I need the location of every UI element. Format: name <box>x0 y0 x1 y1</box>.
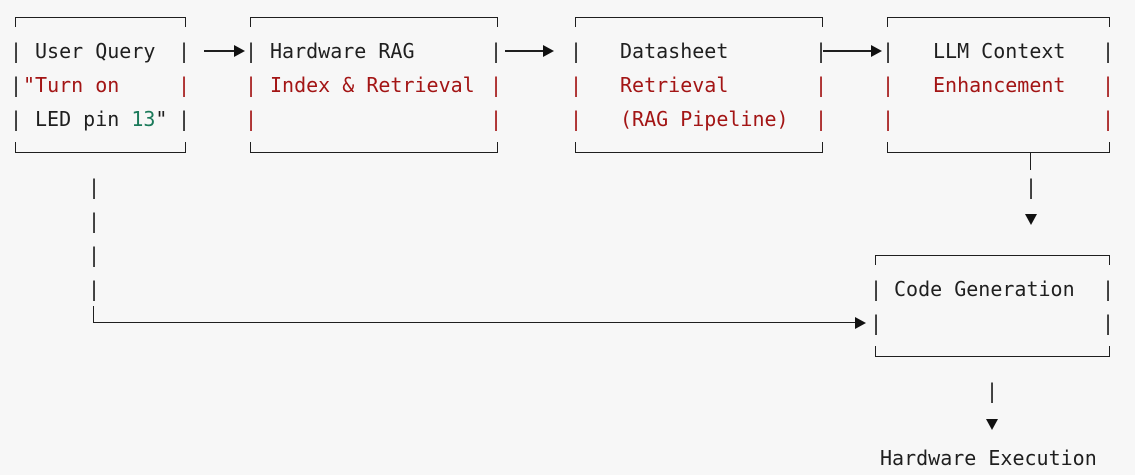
box-side-bar: | <box>245 107 258 131</box>
box-border <box>1109 142 1110 152</box>
arrow-shaft <box>93 306 94 323</box>
box-side-bar: | <box>570 73 583 97</box>
box-side-bar: | <box>882 73 895 97</box>
box-side-bar: | <box>490 73 503 97</box>
code-generation-title: Code Generation <box>894 277 1075 301</box>
box-side-bar: | <box>178 73 191 97</box>
box-side-bar: | <box>10 73 23 97</box>
box-border <box>887 152 1110 153</box>
box-border <box>575 142 576 152</box>
box-border <box>250 17 251 27</box>
arrow-head-icon <box>855 317 866 329</box>
box-border <box>822 142 823 152</box>
box-border <box>185 142 186 152</box>
arrow-shaft <box>823 50 873 52</box>
box-border <box>875 255 1110 256</box>
box-side-bar: | <box>815 73 828 97</box>
user-query-line-3-suffix: " <box>155 107 168 131</box>
box-border <box>15 17 16 27</box>
box-side-bar: | <box>490 107 503 131</box>
box-border <box>875 255 876 265</box>
datasheet-title: Datasheet <box>620 39 729 63</box>
datasheet-line-3: (RAG Pipeline) <box>620 107 789 131</box>
hardware-execution-label: Hardware Execution <box>880 446 1097 470</box>
arrow-head-icon <box>986 419 998 430</box>
hardware-rag-line-2: Index & Retrieval <box>270 73 475 97</box>
arrow-shaft <box>93 322 856 323</box>
box-border <box>250 152 498 153</box>
box-side-bar: | <box>178 107 191 131</box>
box-side-bar: | <box>245 73 258 97</box>
box-side-bar: | <box>490 39 503 63</box>
user-query-title: User Query <box>35 39 156 63</box>
box-border <box>575 17 823 18</box>
arrow-dash: | <box>88 277 101 301</box>
box-side-bar: | <box>1102 107 1115 131</box>
box-side-bar: | <box>570 39 583 63</box>
box-border <box>822 17 823 27</box>
box-border <box>575 152 823 153</box>
box-side-bar: | <box>245 39 258 63</box>
box-border <box>575 17 576 27</box>
user-query-line-2: "Turn on <box>23 73 120 97</box>
box-border <box>15 17 186 18</box>
box-border <box>15 142 16 152</box>
box-side-bar: | <box>1102 311 1115 335</box>
box-side-bar: | <box>815 39 828 63</box>
box-border <box>875 356 1110 357</box>
box-border <box>250 17 498 18</box>
box-border <box>1109 255 1110 265</box>
box-border <box>250 142 251 152</box>
box-side-bar: | <box>815 107 828 131</box>
box-side-bar: | <box>882 107 895 131</box>
box-border <box>887 17 1110 18</box>
box-side-bar: | <box>882 39 895 63</box>
arrow-head-icon <box>1025 214 1037 225</box>
arrow-shaft <box>1030 153 1031 170</box>
arrow-dash: | <box>88 175 101 199</box>
box-side-bar: | <box>870 277 883 301</box>
box-side-bar: | <box>178 39 191 63</box>
hardware-rag-title: Hardware RAG <box>270 39 415 63</box>
box-border <box>497 17 498 27</box>
box-side-bar: | <box>1102 39 1115 63</box>
datasheet-line-2: Retrieval <box>620 73 729 97</box>
arrow-dash: | <box>88 209 101 233</box>
arrow-shaft <box>204 50 236 52</box>
arrow-head-icon <box>234 45 245 57</box>
box-border <box>875 346 876 356</box>
arrow-head-icon <box>871 45 882 57</box>
box-border <box>497 142 498 152</box>
box-border <box>1109 17 1110 27</box>
box-side-bar: | <box>1102 277 1115 301</box>
arrow-dash: | <box>88 243 101 267</box>
arrow-dash: | <box>986 379 999 403</box>
user-query-pin-number: 13 <box>131 107 156 131</box>
box-border <box>1109 346 1110 356</box>
arrow-shaft <box>505 50 545 52</box>
user-query-line-3: LED pin 13" <box>35 102 167 136</box>
box-side-bar: | <box>10 39 23 63</box>
box-border <box>887 142 888 152</box>
box-border <box>15 152 186 153</box>
box-side-bar: | <box>1102 73 1115 97</box>
box-border <box>185 17 186 27</box>
box-side-bar: | <box>10 107 23 131</box>
box-border <box>887 17 888 27</box>
arrow-head-icon <box>543 45 554 57</box>
box-side-bar: | <box>570 107 583 131</box>
llm-context-title: LLM Context <box>933 39 1066 63</box>
user-query-line-3-prefix: LED pin <box>35 107 132 131</box>
llm-context-line-2: Enhancement <box>933 73 1066 97</box>
arrow-dash: | <box>1025 175 1038 199</box>
box-side-bar: | <box>870 311 883 335</box>
